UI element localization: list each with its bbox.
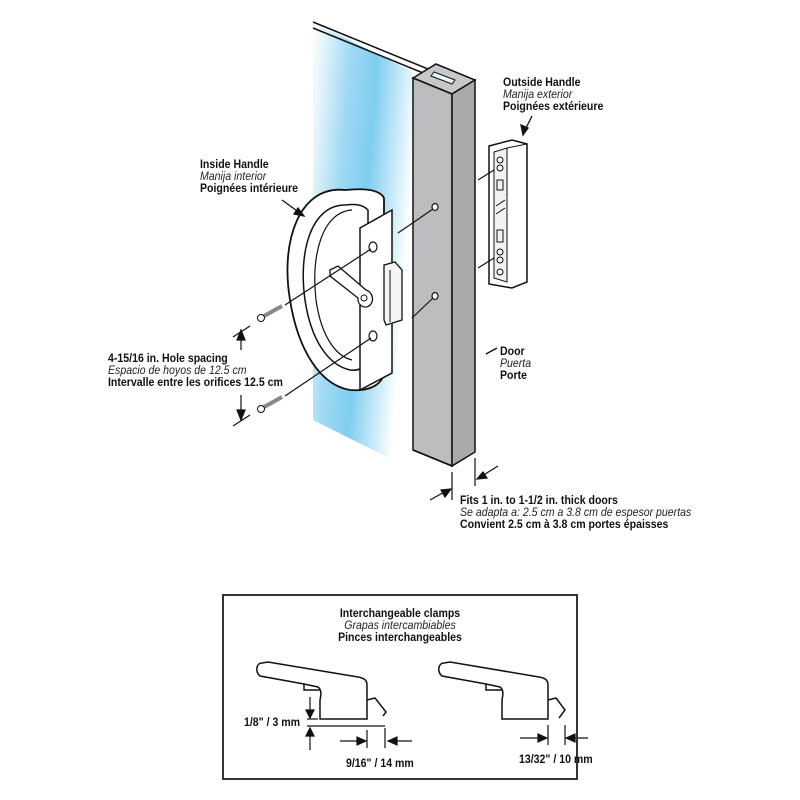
thickness-dimension — [429, 458, 499, 501]
hole-spacing-label-es: Espacio de hoyos de 12.5 cm — [108, 363, 247, 377]
outside-handle-label-es: Manija exterior — [503, 87, 573, 101]
door-thickness-label: Fits 1 in. to 1-1/2 in. thick doors Se a… — [460, 494, 691, 530]
clamp-1-height-dim: 1/8" / 3 mm — [244, 715, 301, 729]
clamp-2-reach-dim: 13/32" / 10 mm — [519, 752, 593, 766]
clamp-1-reach-dim: 9/16" / 14 mm — [346, 756, 414, 770]
inside-handle — [286, 188, 403, 392]
screws — [257, 248, 372, 413]
door-label-fr: Porte — [500, 368, 528, 382]
inside-handle-label: Inside Handle Manija interior Poignées i… — [200, 158, 298, 194]
interchangeable-clamps-box — [222, 594, 578, 780]
clamps-title-es: Grapas intercambiables — [344, 618, 456, 632]
door-label: Door Puerta Porte — [500, 345, 531, 381]
hole-spacing-label-en: 4-15/16 in. Hole spacing — [108, 351, 228, 365]
leader-arrows — [281, 115, 533, 355]
door-thickness-label-fr: Convient 2.5 cm à 3.8 cm portes épaisses — [460, 517, 669, 531]
door-thickness-label-en: Fits 1 in. to 1-1/2 in. thick doors — [460, 493, 618, 507]
hole-spacing-dimension — [232, 325, 251, 427]
door-screw-holes — [397, 202, 439, 319]
outside-handle-label: Outside Handle Manija exterior Poignées … — [503, 76, 603, 112]
hole-spacing-label: 4-15/16 in. Hole spacing Espacio de hoyo… — [108, 352, 283, 388]
clamp-2-dims — [520, 725, 588, 745]
clamps-title-fr: Pinces interchangeables — [338, 630, 462, 644]
clamp-1-dims — [305, 697, 412, 750]
outside-handle-label-fr: Poignées extérieure — [503, 99, 604, 113]
outside-handle — [477, 139, 528, 289]
clamp-2 — [438, 661, 566, 720]
door-label-en: Door — [500, 344, 525, 358]
inside-handle-label-en: Inside Handle — [200, 157, 269, 171]
clamp-1 — [256, 661, 387, 720]
clamps-title: Interchangeable clamps Grapas intercambi… — [312, 607, 488, 643]
clamps-title-en: Interchangeable clamps — [339, 606, 461, 620]
inside-handle-label-fr: Poignées intérieure — [200, 181, 299, 195]
outside-handle-label-en: Outside Handle — [503, 75, 581, 89]
door-label-es: Puerta — [500, 356, 532, 370]
inside-handle-label-es: Manija interior — [200, 169, 267, 183]
door-stile — [411, 63, 477, 468]
door-thickness-label-es: Se adapta a: 2.5 cm a 3.8 cm de espesor … — [460, 505, 692, 519]
hole-spacing-label-fr: Intervalle entre les orifices 12.5 cm — [108, 375, 283, 389]
